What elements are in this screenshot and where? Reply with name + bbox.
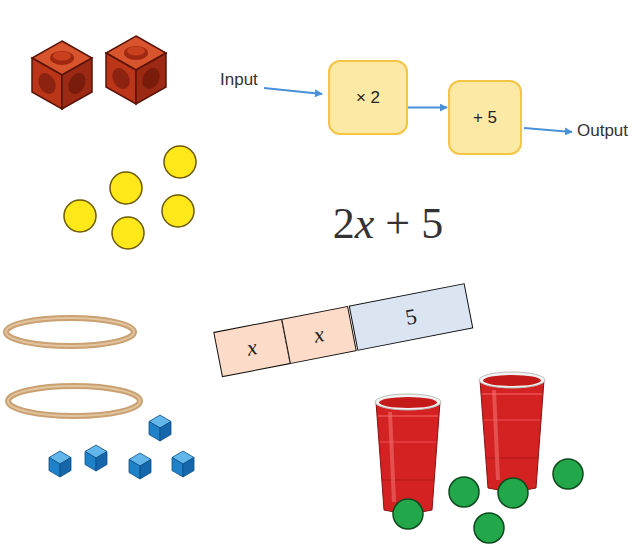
blue-cube [129,453,151,479]
glyph: x [312,321,326,347]
node-text: x [244,334,259,361]
bar-cell: 5 [348,283,473,351]
algebraic-expression: 2x + 5 [268,198,508,249]
green-counter [498,478,528,508]
glyph: 5 [403,303,419,330]
red-cups [375,372,545,513]
yellow-counters [64,146,196,249]
input-arrow [264,88,322,94]
red-cube [106,36,166,104]
rubber-band-highlight [8,386,140,416]
red-cup [479,372,545,491]
yellow-counter [64,200,96,232]
rubber-band [6,318,134,346]
rubber-bands [6,318,140,416]
operation-box: × 2 [328,60,408,135]
yellow-counter [162,195,194,227]
rubber-band-highlight [6,318,134,346]
flow-arrow [408,107,447,109]
glyph: x [244,334,258,360]
yellow-counter [164,146,196,178]
blue-cube [49,451,71,477]
blue-cubes [49,415,194,479]
green-counters [393,459,583,543]
node-text: × 2 [356,88,380,108]
blue-cube [85,445,107,471]
node-text: + 5 [473,108,497,128]
input-label: Input [220,70,258,90]
red-cup [375,394,441,513]
blue-cube [172,451,194,477]
glyph: x [355,199,375,248]
glyph: + [385,199,410,248]
blue-cube [149,415,171,441]
green-counter [474,513,504,543]
top-rule [225,8,475,10]
node-text: x [312,321,327,348]
yellow-counter [110,172,142,204]
rubber-band [8,386,140,416]
bar-cell: x [213,319,290,378]
node-text: 5 [403,303,419,331]
operation-box: + 5 [448,80,522,155]
output-arrow [524,128,572,132]
green-counter [553,459,583,489]
glyph: 2 [333,199,355,248]
connectors [408,107,447,108]
glyph: 5 [421,199,443,248]
glyph [410,199,421,248]
green-counter [393,499,423,529]
output-label: Output [577,121,628,141]
yellow-counter [112,217,144,249]
bar-cell: x [282,306,358,364]
red-cubes [32,36,166,109]
green-counter [449,477,479,507]
glyph [374,199,385,248]
red-cube [32,41,92,109]
